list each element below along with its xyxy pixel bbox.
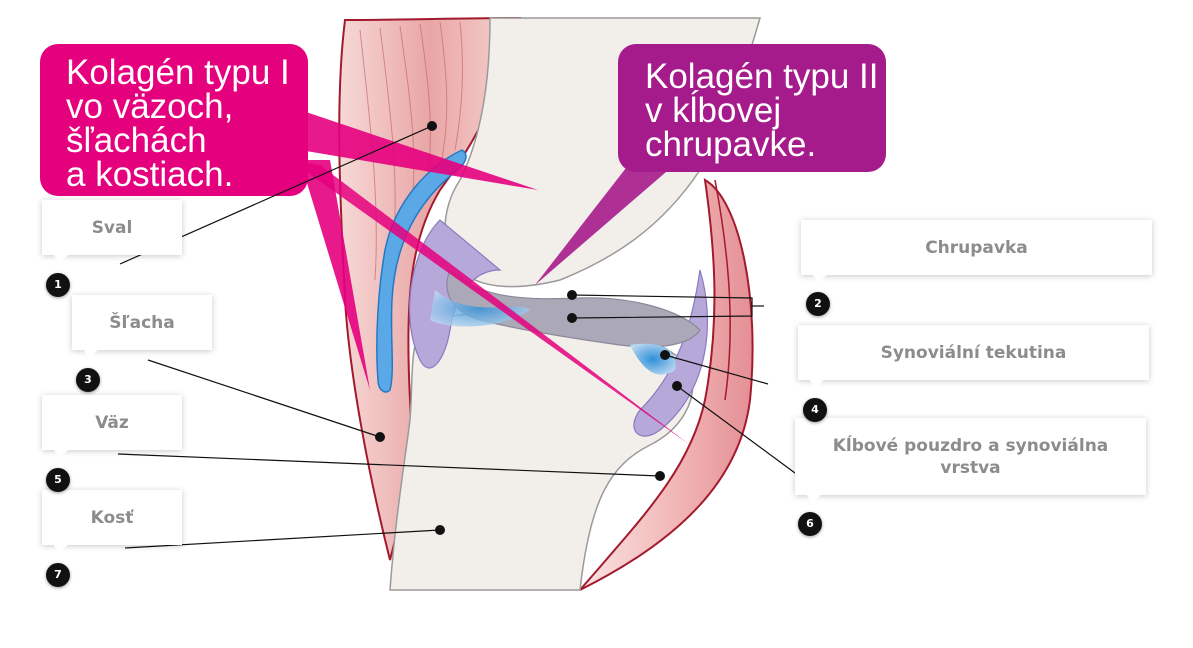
leader-line-synovial (664, 354, 769, 385)
callout-type-one-line-3: šľachách (66, 121, 207, 160)
leader-line-capsule (676, 385, 796, 474)
label-box-synovialni-tekutina[interactable]: Synoviální tekutina (798, 325, 1149, 388)
label-text-chrupavka: Chrupavka (925, 237, 1028, 258)
label-text-vaz: Väz (95, 412, 129, 433)
badge-3[interactable]: 3 (76, 368, 100, 392)
label-box-sval[interactable]: Sval (42, 200, 182, 263)
leader-line-slacha (147, 359, 381, 438)
callout-type-two-line-1: Kolagén typu II (645, 57, 879, 96)
badge-1[interactable]: 1 (46, 273, 70, 297)
callout-type-one-line-2: vo väzoch, (66, 87, 234, 126)
leader-line-vaz (117, 453, 661, 477)
synovial-fluid-shape (430, 290, 530, 327)
leader-line-chrupavka (571, 294, 753, 319)
badge-4[interactable]: 4 (803, 398, 827, 422)
label-box-chrupavka[interactable]: Chrupavka (801, 220, 1152, 283)
label-box-kost[interactable]: Kosť (42, 490, 182, 553)
callout-type-one-line-1: Kolagén typu I (66, 53, 290, 92)
leader-lines (117, 125, 796, 549)
label-box-slacha[interactable]: Šľacha (72, 295, 212, 358)
leader-line-kost (124, 529, 441, 549)
label-text-slacha: Šľacha (109, 312, 175, 333)
callout-type-two-text: Kolagén typu II v kĺbovej chrupavke. (645, 57, 879, 164)
callout-type-two (535, 44, 886, 285)
callout-type-one-text: Kolagén typu I vo väzoch, šľachách a kos… (66, 53, 290, 194)
badge-7[interactable]: 7 (46, 563, 70, 587)
badge-5[interactable]: 5 (46, 468, 70, 492)
label-box-vaz[interactable]: Väz (42, 395, 182, 458)
label-text-klbove-pouzdro: Kĺbové pouzdro a synoviálna vrstva (832, 435, 1109, 478)
leader-dots (375, 121, 682, 535)
label-text-sval: Sval (91, 217, 133, 238)
label-text-kost: Kosť (90, 507, 134, 528)
callout-type-one (40, 44, 690, 445)
label-box-klbove-pouzdro[interactable]: Kĺbové pouzdro a synoviálna vrstva (795, 418, 1146, 503)
callout-type-two-line-2: v kĺbovej (645, 91, 782, 130)
label-text-synovialni-tekutina: Synoviální tekutina (880, 342, 1067, 363)
callout-type-two-line-3: chrupavke. (645, 125, 817, 164)
bursa-shape (376, 149, 467, 393)
badge-6[interactable]: 6 (798, 512, 822, 536)
callout-type-one-line-4: a kostiach. (66, 155, 234, 194)
badge-2[interactable]: 2 (806, 292, 830, 316)
